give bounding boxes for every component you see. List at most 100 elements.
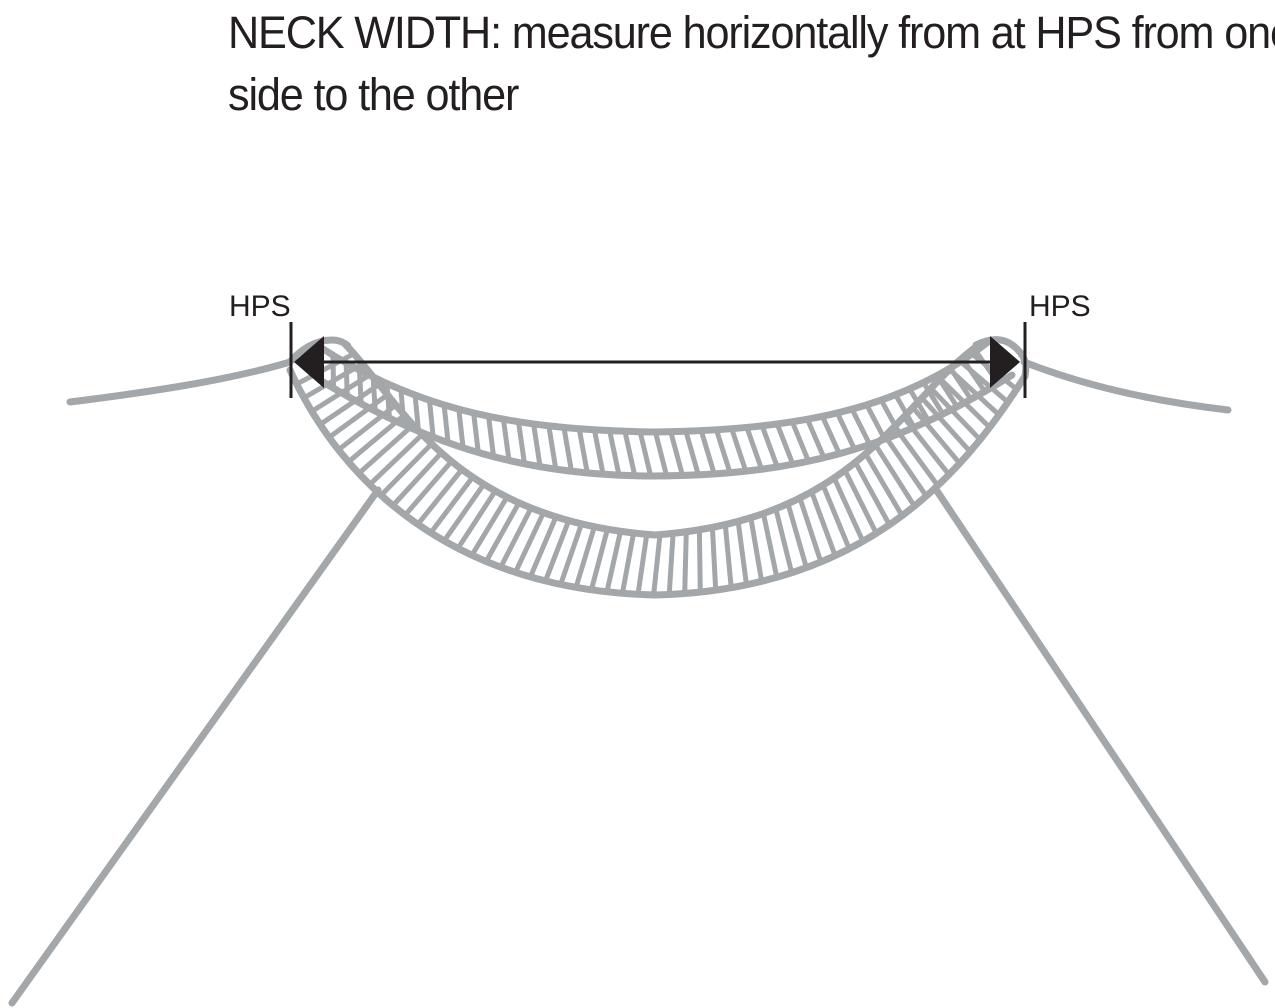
- rib-stripes: [295, 349, 1019, 596]
- left-arrowhead: [294, 336, 324, 388]
- rib-stripe: [498, 506, 534, 569]
- rib-stripe: [441, 404, 451, 443]
- rib-stripe: [427, 400, 436, 438]
- rib-stripe: [947, 367, 1001, 417]
- rib-stripe: [759, 424, 780, 468]
- rib-stripe: [543, 519, 572, 582]
- rib-stripe: [864, 403, 887, 441]
- rib-stripe: [820, 415, 842, 455]
- rib-stripe: [471, 412, 481, 453]
- rib-stripe: [455, 489, 498, 550]
- rib-stripe: [929, 386, 982, 442]
- rib-stripe: [883, 434, 929, 498]
- right-hps-label: HPS: [1029, 290, 1091, 323]
- rib-stripe: [528, 515, 559, 578]
- rib-stripe: [893, 393, 917, 429]
- rib-stripe: [773, 508, 795, 574]
- rib-stripe: [892, 425, 940, 488]
- rib-stripe: [576, 428, 590, 474]
- rib-stripe: [442, 482, 486, 543]
- back-neck-band-top: [316, 338, 992, 436]
- rib-stripe: [367, 432, 424, 487]
- rib-stripe: [573, 526, 597, 589]
- instruction-line-2: side to the other: [228, 69, 519, 120]
- rib-stripe: [957, 358, 1010, 404]
- rib-stripe: [513, 511, 546, 574]
- rib-stripe: [302, 361, 364, 401]
- rib-stripe: [484, 501, 522, 563]
- rib-stripe: [486, 415, 497, 458]
- rib-stripe: [607, 430, 622, 476]
- rib-stripe: [696, 529, 703, 593]
- rib-stripe: [516, 421, 527, 465]
- right-shoulder-line: [1020, 358, 1232, 414]
- rib-stripe: [403, 459, 454, 517]
- rib-stripe: [938, 377, 992, 430]
- rib-stripe: [391, 451, 444, 508]
- rib-stripe: [428, 475, 475, 535]
- rib-stripe: [744, 426, 764, 471]
- left-shoulder-line: [66, 358, 294, 406]
- rib-stripe: [651, 534, 663, 596]
- rib-stripe: [831, 476, 866, 543]
- rib-stripe: [637, 431, 654, 477]
- rib-stripe: [729, 427, 749, 472]
- rib-stripe: [873, 443, 917, 508]
- rib-stripe: [546, 425, 559, 470]
- rib-stripe: [853, 461, 892, 526]
- rib-stripe: [622, 430, 638, 477]
- rib-stripe: [561, 426, 574, 472]
- rib-stripe: [735, 521, 749, 586]
- rib-stripe: [797, 497, 824, 563]
- rib-stripe: [722, 524, 734, 588]
- rib-stripe: [682, 531, 689, 594]
- rib-stripe: [709, 527, 719, 591]
- rib-stripe: [310, 371, 373, 414]
- rib-stripe: [591, 429, 606, 475]
- instruction-text: NECK WIDTH: measure horizontally from at…: [228, 2, 1275, 126]
- rib-stripe: [469, 495, 510, 557]
- rib-stripe: [619, 532, 637, 594]
- rib-stripe: [809, 490, 838, 557]
- rib-stripe: [666, 533, 676, 595]
- rib-stripe: [907, 387, 931, 423]
- rib-stripe: [668, 431, 685, 477]
- rib-stripe: [336, 403, 398, 452]
- rib-stripe: [774, 423, 796, 466]
- left-hps-label: HPS: [229, 290, 291, 323]
- rib-stripe: [760, 512, 780, 578]
- rib-stripe: [842, 469, 879, 535]
- right-arrowhead: [990, 336, 1020, 388]
- rib-stripe: [635, 533, 650, 595]
- rib-stripe: [805, 418, 827, 459]
- rib-stripe: [456, 408, 466, 449]
- right-body-side: [931, 484, 1269, 986]
- rib-stripe: [910, 405, 962, 465]
- rib-stripe: [531, 423, 543, 468]
- rib-stripe: [789, 420, 811, 463]
- rib-stripe: [863, 452, 905, 517]
- rib-stripe: [835, 411, 857, 451]
- rib-stripe: [357, 423, 415, 476]
- rib-stripe: [714, 429, 733, 474]
- left-body-side: [8, 486, 382, 1007]
- rib-stripe: [652, 431, 670, 477]
- rib-stripe: [318, 382, 381, 427]
- rib-stripe: [415, 467, 464, 526]
- garment-outline: [8, 336, 1269, 1007]
- rib-stripe: [921, 381, 946, 416]
- rib-stripe: [698, 429, 717, 475]
- rib-stripe: [604, 530, 623, 593]
- rib-stripe: [346, 413, 406, 464]
- rib-stripe: [920, 396, 972, 454]
- instruction-line-1: NECK WIDTH: measure horizontally from at…: [228, 7, 1275, 58]
- rib-stripe: [500, 418, 512, 461]
- rib-stripe: [849, 408, 872, 446]
- rib-stripe: [558, 523, 584, 586]
- rib-stripe: [295, 351, 356, 387]
- rib-stripe: [683, 430, 701, 476]
- rib-stripe: [588, 528, 610, 591]
- neck-width-measure: [289, 322, 1027, 398]
- rib-stripe: [379, 442, 434, 498]
